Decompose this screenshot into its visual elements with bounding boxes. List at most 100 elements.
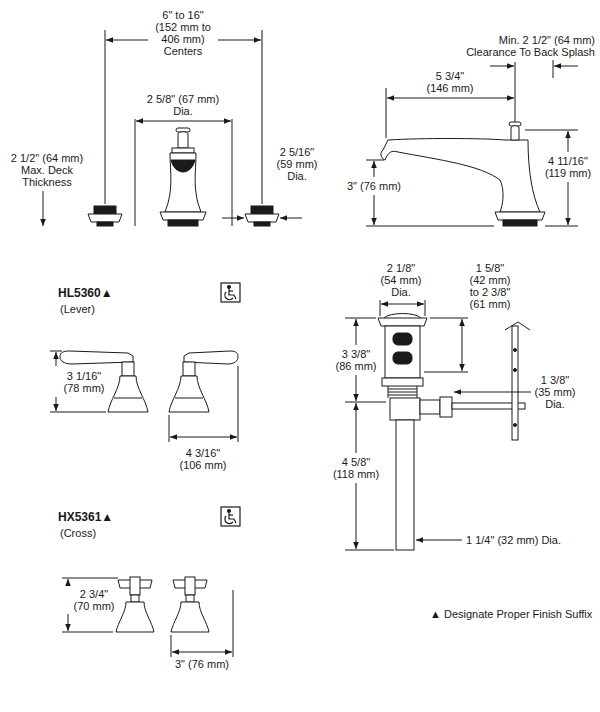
dimension: 2 3/4" (70 mm) [72,588,116,612]
drawing-line [356,403,357,453]
accessibility-icon [221,283,240,302]
drawing-line [568,131,569,152]
drawing-line [94,206,116,214]
drawing-line [356,319,357,345]
drawing-line [262,30,263,204]
drawing-line [514,349,517,352]
drawing-line [169,415,170,442]
drawing-line [172,148,194,153]
cross-handles [62,577,233,657]
drawing-line [503,220,537,226]
drawing-line [245,214,279,222]
drawing-line [50,412,106,413]
drawing-line [440,397,452,417]
drawing-line [108,376,148,412]
drawing-line [165,153,201,212]
dimension: 4 5/8" (118 mm) [331,456,381,480]
dimension: 1 5/8" (42 mm) to 2 3/8" (61 mm) [467,262,513,310]
drawing-line [169,376,209,412]
pop-up-drain [345,300,531,550]
drawing-line [218,40,261,41]
dimension: 6" to 16" (152 mm to 406 mm) Centers [151,9,215,57]
drawing-line [386,88,387,138]
model-number: HL5360▲ [58,287,113,299]
drawing-line [68,614,69,631]
drawing-line [345,318,376,319]
drawing-line [130,577,140,595]
drawing-line [97,222,113,226]
dimension: 2 1/8" (54 mm) Dia. [379,262,423,298]
drawing-line [385,326,420,378]
drawing-line [382,378,423,386]
drawing-line [168,220,198,226]
drawing-line [462,319,463,371]
drawing-line [232,119,233,226]
drawing-line [171,635,172,657]
drawing-line [393,352,412,364]
drawing-line [356,483,357,549]
drawing-line [378,318,427,326]
drawing-line [568,182,569,225]
drawing-line [495,212,545,220]
side-view [366,60,578,226]
drawing-line [420,400,440,414]
drawing-line [345,402,386,403]
drawing-line [221,283,240,302]
drawing-line [251,206,273,214]
dimension: 1 3/8" (35 mm) Dia. [533,374,577,410]
drawing-line [553,60,554,78]
drawing-line [183,362,195,376]
drawing-line [222,218,244,219]
front-view [43,30,302,226]
dimension: 3" (76 mm) [344,180,404,192]
drawing-line [233,590,234,657]
drawing-line [221,507,240,526]
drawing-line [374,161,375,177]
dimension: 3 3/8" (86 mm) [334,348,378,372]
drawing-line [515,62,516,122]
drawing-line [384,314,421,319]
dimension: 4 3/16" (106 mm) [178,447,228,471]
handle-type: (Lever) [60,303,95,315]
drawing-line [135,119,136,226]
drawing-line [229,513,236,523]
drawing-line [136,121,231,122]
dimension: 2 5/16" (59 mm) Dia. [275,146,319,182]
drawing-line [425,300,426,316]
drawing-line [366,226,494,227]
dimension: 3" (76 mm) [172,658,232,670]
note: ▲ Designate Proper Finish Suffix [430,608,592,620]
drawing-line [280,218,302,219]
drawing-line [225,516,233,524]
drawing-line [454,392,531,393]
drawing-line [62,578,118,579]
drawing-line [490,66,514,67]
drawing-line [172,652,232,653]
drawing-line [380,300,381,316]
dimension: 4 11/16" (119 mm) [543,155,593,179]
drawing-line [56,397,57,411]
drawing-line [185,577,195,595]
drawing-line [393,333,412,345]
drawing-line [238,366,239,442]
drawing-line [430,318,468,319]
drawing-line [228,510,231,513]
drawing-line [116,602,154,632]
drawing-line [381,139,540,213]
drawing-line [186,595,194,602]
dimension: 2 5/8" (67 mm) Dia. [144,93,222,117]
drawing-line [514,369,517,372]
drawing-line [106,40,148,41]
drawing-line [56,352,57,366]
drawing-line [175,398,203,399]
accessibility-icon [221,507,240,526]
drawing-line [396,420,414,550]
drawing-line [114,398,142,399]
model-number: HX5361▲ [58,511,113,523]
drawing-line [50,351,62,352]
drawing-line [545,226,578,227]
drawing-line [131,595,139,602]
drawing-line [62,632,113,633]
drawing-line [525,130,578,131]
